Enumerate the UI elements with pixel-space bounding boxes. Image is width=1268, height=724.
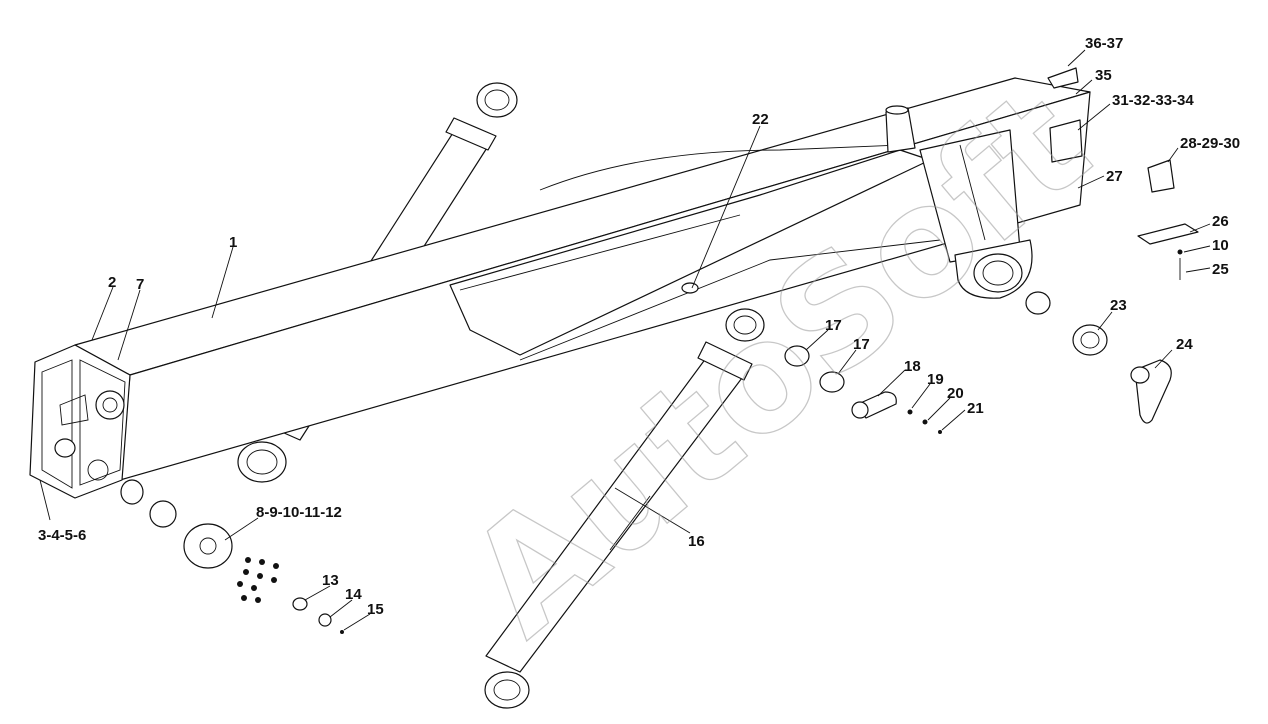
front-pin-assembly [120,479,344,634]
callout-25: 25 [1212,261,1229,278]
leader-lines [39,49,1211,631]
callout-24: 24 [1176,336,1193,353]
callout-10: 10 [1212,237,1229,254]
callout-20: 20 [947,385,964,402]
callout-35: 35 [1095,67,1112,84]
callout-31-34: 31-32-33-34 [1112,92,1194,109]
callout-28-30: 28-29-30 [1180,135,1240,152]
callout-19: 19 [927,371,944,388]
lower-cylinder-16 [484,308,765,709]
callout-17-b: 17 [853,336,870,353]
callout-7: 7 [136,276,144,293]
rear-pin-parts [1025,291,1172,424]
callout-14: 14 [345,586,362,603]
callout-18: 18 [904,358,921,375]
callout-3-6: 3-4-5-6 [38,527,86,544]
callout-23: 23 [1110,297,1127,314]
right-small-parts [1047,67,1199,280]
callout-2: 2 [108,274,116,291]
callout-15: 15 [367,601,384,618]
callout-26: 26 [1212,213,1229,230]
callout-36-37: 36-37 [1085,35,1123,52]
callout-13: 13 [322,572,339,589]
boom-front-head [29,344,131,499]
center-pin-parts [784,345,942,434]
callout-labels: 1 2 7 3-4-5-6 8-9-10-11-12 13 14 15 16 1… [38,35,1240,618]
callout-22: 22 [752,111,769,128]
callout-8-12: 8-9-10-11-12 [256,504,342,521]
callout-16: 16 [688,533,705,550]
callout-21: 21 [967,400,984,417]
main-boom [74,77,1091,481]
callout-1: 1 [229,234,237,251]
callout-27: 27 [1106,168,1123,185]
callout-17-a: 17 [825,317,842,334]
